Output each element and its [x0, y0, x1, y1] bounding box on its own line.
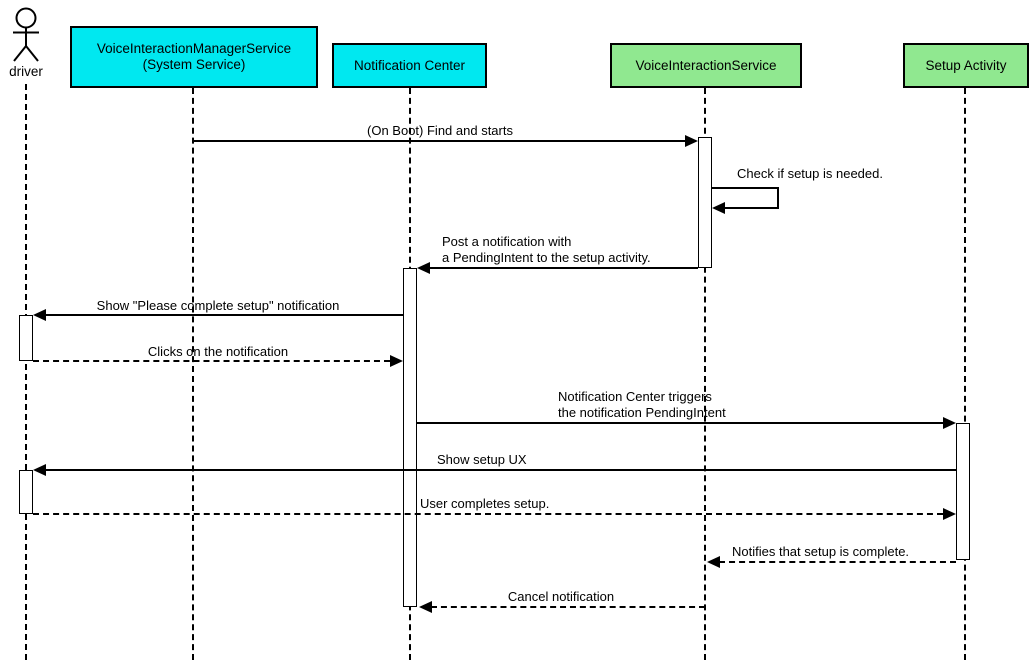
activation-driver-2	[19, 470, 33, 514]
msg-2-line-bottom	[725, 207, 779, 209]
msg-6-label-line1: Notification Center triggers	[558, 389, 712, 404]
msg-2-label: Check if setup is needed.	[737, 166, 883, 181]
participant-notification-center: Notification Center	[332, 43, 487, 88]
msg-5-line	[33, 360, 390, 362]
msg-3-label-line2: a PendingIntent to the setup activity.	[442, 250, 651, 265]
msg-2-arrowhead-icon	[712, 202, 725, 214]
msg-7-line	[45, 469, 956, 471]
msg-5-arrowhead-icon	[390, 355, 403, 367]
lifeline-driver	[25, 84, 27, 660]
activation-voice-interaction-service	[698, 137, 712, 268]
activation-driver-1	[19, 315, 33, 361]
msg-6-line	[417, 422, 943, 424]
participant-voice-interaction-service: VoiceInteractionService	[610, 43, 802, 88]
msg-4-arrowhead-icon	[33, 309, 46, 321]
actor-driver-label: driver	[9, 64, 43, 79]
lifeline-voice-interaction-service	[704, 88, 706, 660]
participant-label-line2: (System Service)	[142, 57, 246, 72]
msg-7-arrowhead-icon	[33, 464, 46, 476]
msg-2-line-vertical	[777, 187, 779, 208]
msg-1-arrowhead-icon	[685, 135, 698, 147]
msg-9-label: Notifies that setup is complete.	[732, 544, 910, 559]
participant-label: Notification Center	[353, 57, 466, 73]
msg-3-label: Post a notification with a PendingIntent…	[442, 234, 651, 266]
participant-label-line1: VoiceInteractionManagerService	[96, 41, 292, 56]
msg-10-line	[431, 606, 705, 608]
msg-10-arrowhead-icon	[419, 601, 432, 613]
msg-8-label: User completes setup.	[420, 496, 550, 511]
lifeline-voice-interaction-manager-service	[192, 88, 194, 660]
msg-7-label: Show setup UX	[437, 452, 527, 467]
msg-3-label-line1: Post a notification with	[442, 234, 572, 249]
msg-9-line	[719, 561, 956, 563]
activation-setup-activity	[956, 423, 970, 560]
msg-1-label: (On Boot) Find and starts	[367, 123, 513, 138]
msg-5-label: Clicks on the notification	[147, 344, 289, 359]
msg-2-line-top	[712, 187, 779, 189]
msg-8-arrowhead-icon	[943, 508, 956, 520]
msg-6-arrowhead-icon	[943, 417, 956, 429]
msg-6-label: Notification Center triggers the notific…	[558, 389, 726, 421]
activation-notification-center	[403, 268, 417, 607]
msg-1-line	[193, 140, 685, 142]
participant-label: VoiceInteractionService	[635, 57, 777, 73]
msg-9-arrowhead-icon	[707, 556, 720, 568]
actor-driver-icon	[13, 7, 39, 62]
participant-voice-interaction-manager-service: VoiceInteractionManagerService (System S…	[70, 26, 318, 88]
msg-6-label-line2: the notification PendingIntent	[558, 405, 726, 420]
msg-3-arrowhead-icon	[417, 262, 430, 274]
participant-setup-activity: Setup Activity	[903, 43, 1029, 88]
participant-label: Setup Activity	[925, 57, 1007, 73]
lifeline-setup-activity	[964, 88, 966, 660]
msg-4-line	[45, 314, 403, 316]
msg-4-label: Show "Please complete setup" notificatio…	[96, 298, 340, 313]
msg-8-line	[33, 513, 943, 515]
msg-3-line	[429, 267, 698, 269]
msg-10-label: Cancel notification	[507, 589, 615, 604]
